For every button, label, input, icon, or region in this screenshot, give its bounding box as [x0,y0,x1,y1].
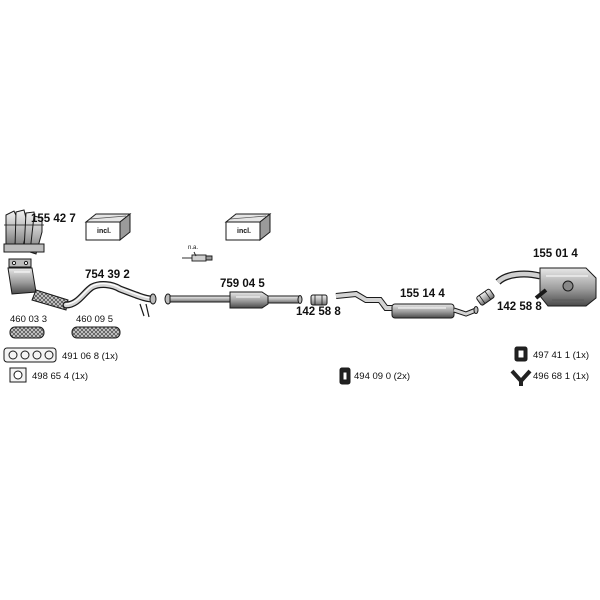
front-catalyst [7,258,69,311]
flex-pipe-b [71,326,121,339]
part-number-manifold-gasket: 491 06 8 (1x) [62,351,118,362]
bracket [510,369,532,386]
part-number-middle-silencer: 155 14 4 [400,288,445,300]
manifold-gasket [3,347,57,363]
part-number-rubber-hanger: 494 09 0 (2x) [354,371,410,382]
kit-box-2-label: incl. [237,228,252,235]
part-number-rear-silencer: 155 01 4 [533,248,578,260]
clamp-mid [310,294,328,306]
catalyst [164,291,303,309]
part-number-manifold: 155 42 7 [31,213,76,225]
part-number-flex-pipe-b: 460 09 5 [76,314,113,325]
flange-gasket [9,367,27,383]
part-number-flex-pipe-a: 460 03 3 [10,314,47,325]
middle-silencer [335,290,479,319]
part-number-flange-gasket: 498 65 4 (1x) [32,371,88,382]
kit-box-1 [84,212,132,242]
front-pipe [62,281,157,318]
part-number-clamp-mid: 142 58 8 [296,306,341,318]
sensor-note: n.a. [188,245,199,251]
kit-box-1-label: incl. [97,228,112,235]
kit-box-2 [224,212,272,242]
clamp-rear [476,288,495,306]
flex-pipe-a [9,326,45,339]
oxygen-sensor [182,251,213,262]
part-number-mounting-rubber: 497 41 1 (1x) [533,350,589,361]
exhaust-manifold [3,209,45,255]
part-number-clamp-rear: 142 58 8 [497,301,542,313]
rear-silencer [495,267,597,307]
part-number-front-pipe: 754 39 2 [85,269,130,281]
rubber-hanger [339,367,351,385]
part-number-bracket: 496 68 1 (1x) [533,371,589,382]
part-number-catalyst: 759 04 5 [220,278,265,290]
mounting-rubber [514,346,528,362]
